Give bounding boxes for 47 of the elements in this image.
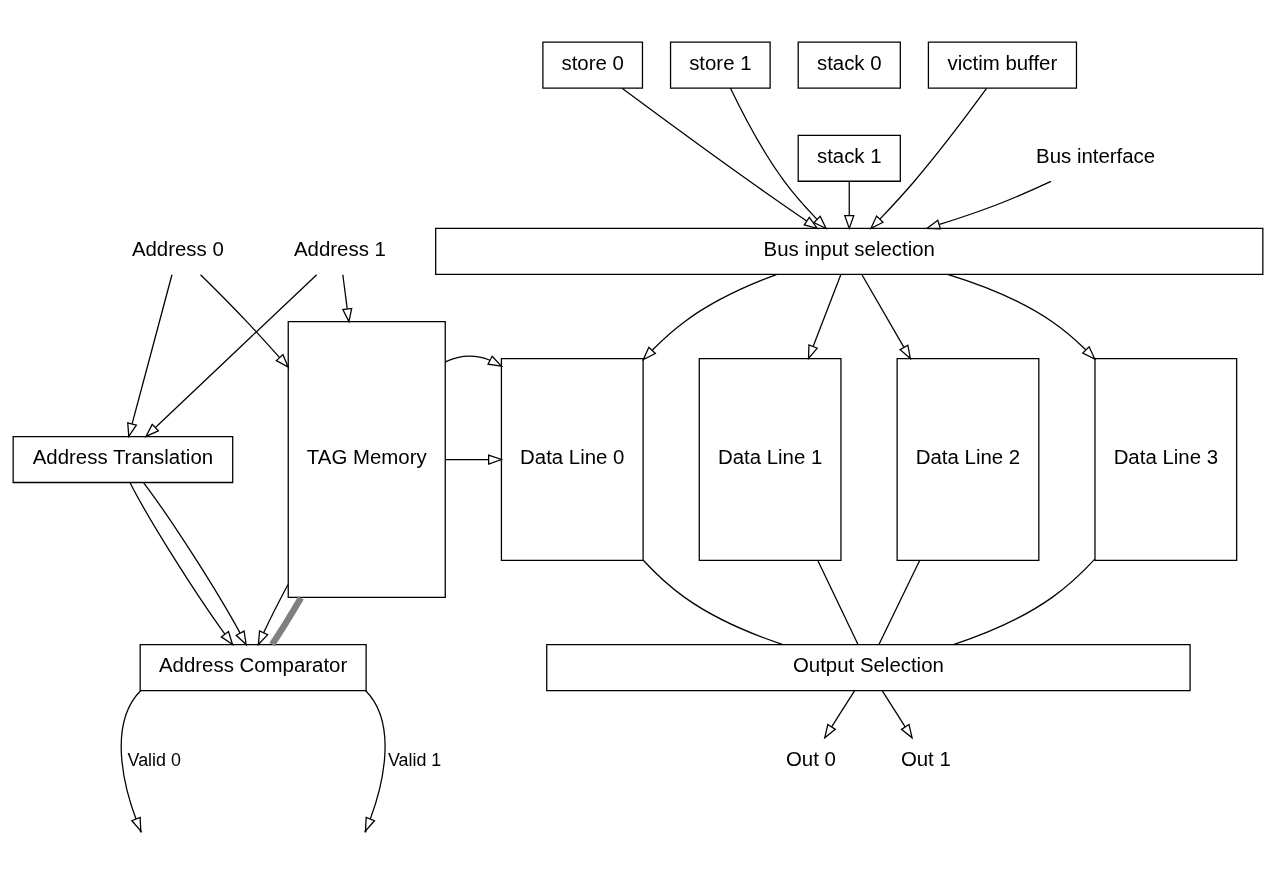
node-box: store 1: [669, 40, 771, 89]
arrow: [341, 273, 353, 324]
arrow: [257, 583, 289, 646]
node-box: stack 0: [797, 40, 901, 89]
node-text: Address 1: [293, 237, 386, 260]
arrow: [807, 273, 842, 360]
node-box: Data Line 3: [1094, 357, 1238, 561]
arrow: [823, 689, 856, 739]
node-box: Address Translation: [12, 435, 234, 483]
connector: [642, 559, 784, 645]
arrow: [143, 481, 247, 646]
node-box: store 0: [542, 40, 644, 89]
connector: [269, 595, 304, 646]
node-box: Data Line 2: [896, 357, 1040, 561]
arrow: [947, 273, 1097, 360]
arrow: [444, 453, 504, 465]
arrow: [621, 87, 819, 229]
node-box: stack 1: [797, 134, 901, 182]
connector: [878, 559, 921, 645]
arrow: [869, 87, 988, 230]
node-box: Data Line 0: [500, 357, 644, 561]
node-text: Bus interface: [1036, 144, 1156, 167]
node-text: Out 1: [900, 747, 951, 770]
node-text: Out 0: [786, 747, 836, 770]
arrow: [127, 273, 173, 438]
node-box: Bus input selection: [435, 227, 1264, 275]
arrow: [199, 273, 290, 369]
arrow: [925, 180, 1052, 230]
arrow: [861, 273, 912, 360]
node-box: Data Line 1: [698, 357, 842, 561]
connector: [817, 559, 859, 645]
arrow: [364, 689, 386, 833]
arrow: [144, 273, 318, 438]
node-box: TAG Memory: [287, 320, 446, 598]
node-box: victim buffer: [927, 40, 1078, 89]
edge-label: Valid 1: [387, 748, 442, 769]
edge-label: Valid 0: [127, 748, 181, 769]
arrow: [129, 481, 234, 646]
arrow: [641, 273, 777, 361]
arrow: [444, 354, 504, 367]
arrow: [843, 180, 855, 230]
connector: [952, 558, 1096, 645]
node-text: Address 0: [131, 237, 224, 260]
node-box: Output Selection: [546, 643, 1191, 691]
node-box: Address Comparator: [139, 643, 367, 691]
arrow: [881, 689, 914, 739]
arrow: [729, 86, 828, 230]
